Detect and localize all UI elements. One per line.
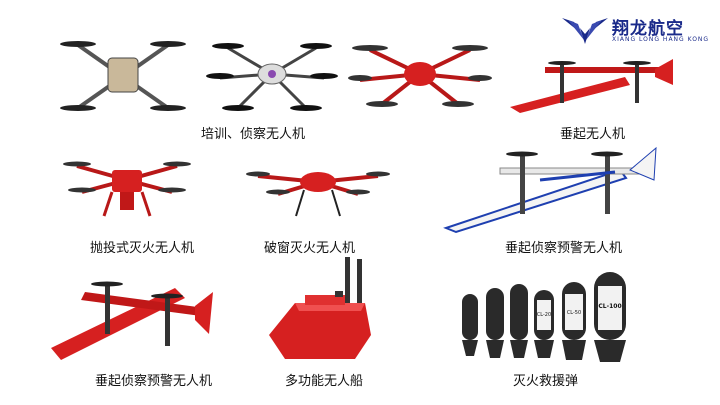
product-label-training-recon: 培训、侦察无人机 <box>201 127 306 142</box>
bomb-label-cl100: CL-100 <box>598 303 621 310</box>
brand-name-cn: 翔龙航空 <box>612 19 684 39</box>
bomb-label-cl50: CL-50 <box>567 310 581 316</box>
product-label-multifunction-boat: 多功能无人船 <box>285 374 364 389</box>
product-label-vtol-recon-1: 垂起侦察预警无人机 <box>505 241 623 256</box>
brand-name-en: XIANG LONG HANG KONG <box>612 36 710 43</box>
product-label-drop-firefighting: 抛投式灭火无人机 <box>90 241 195 256</box>
vtol-recon-red-drone-image <box>51 281 213 360</box>
vtol-recon-white-drone-image <box>443 146 657 234</box>
training-hexacopter-image <box>206 43 338 111</box>
vtol-red-drone-image <box>510 59 673 113</box>
product-label-vtol-recon-2: 垂起侦察预警无人机 <box>95 374 213 389</box>
window-breaking-drone-image <box>246 171 390 217</box>
bomb-label-cl20: CL-20 <box>537 312 551 318</box>
product-label-window-breaking: 破窗灭火无人机 <box>264 241 356 256</box>
red-hexacopter-image <box>348 45 492 107</box>
product-label-fire-rescue-bomb: 灭火救援弹 <box>513 374 579 389</box>
fire-rescue-bombs-image: CL-20 CL-50 CL-100 <box>462 272 626 362</box>
drop-firefighting-drone-image <box>63 161 191 217</box>
product-label-vtol: 垂起无人机 <box>560 127 626 142</box>
training-quadcopter-image <box>60 41 186 111</box>
multifunction-boat-image <box>269 257 371 359</box>
dragon-wing-logo-icon <box>562 18 608 44</box>
